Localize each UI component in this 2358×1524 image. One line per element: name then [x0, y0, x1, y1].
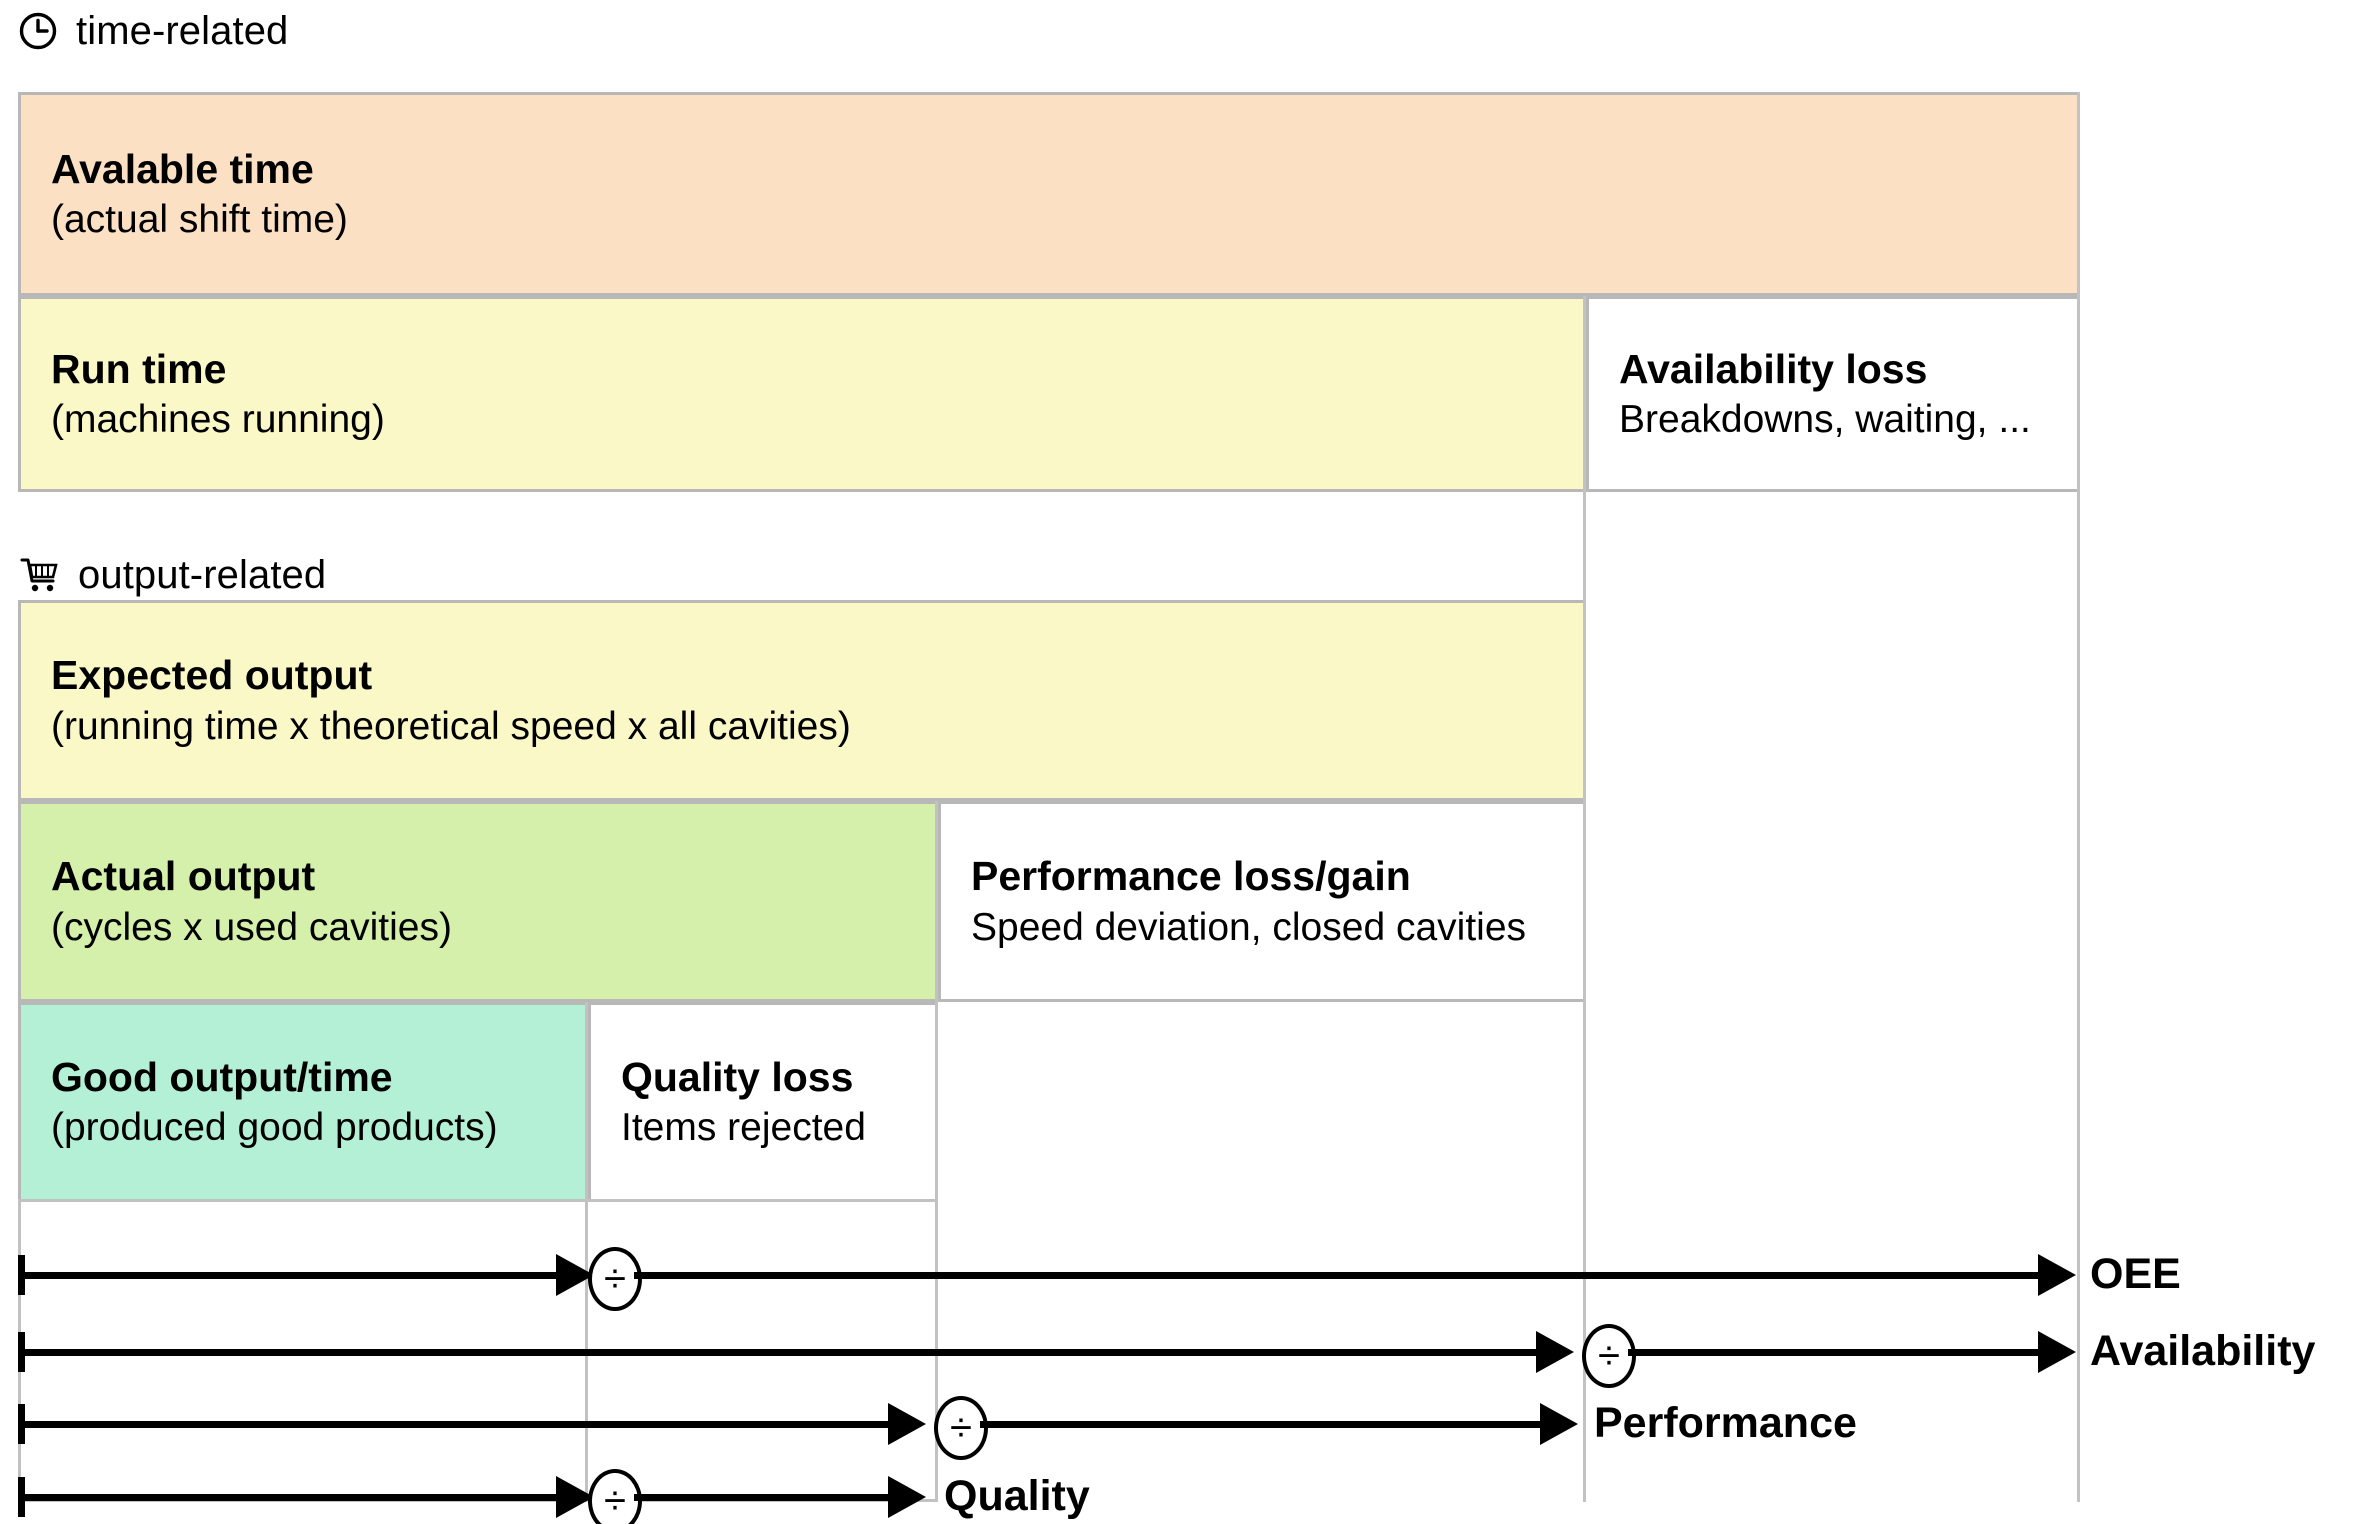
box-title-actual-output: Actual output — [51, 853, 316, 900]
box-sub-actual-output: (cycles x used cavities) — [51, 905, 452, 949]
section-header-time-related: time-related — [18, 8, 288, 54]
arrow-line-quality-numerator — [18, 1494, 556, 1501]
gridline-right-edge — [2077, 92, 2080, 1502]
box-quality-loss: Quality loss Items rejected — [588, 1002, 938, 1202]
box-sub-good-output-time: (produced good products) — [51, 1106, 498, 1150]
box-sub-availability-loss: Breakdowns, waiting, ... — [1619, 398, 2031, 442]
box-available-time: Avalable time (actual shift time) — [18, 92, 2080, 296]
arrow-head-availability-numerator — [1536, 1331, 1574, 1373]
box-actual-output: Actual output (cycles x used cavities) — [18, 801, 938, 1002]
box-sub-available-time: (actual shift time) — [51, 198, 348, 242]
arrow-line-performance-result — [980, 1421, 1540, 1428]
box-run-time: Run time (machines running) — [18, 296, 1586, 492]
arrow-line-performance-numerator — [18, 1421, 888, 1428]
gridline-performance-split — [935, 801, 938, 1501]
divide-icon-performance: ÷ — [934, 1396, 988, 1460]
box-title-expected-output: Expected output — [51, 652, 373, 699]
metric-label-oee: OEE — [2090, 1250, 2181, 1298]
box-title-run-time: Run time — [51, 345, 227, 392]
box-sub-expected-output: (running time x theoretical speed x all … — [51, 704, 851, 748]
metric-label-availability: Availability — [2090, 1327, 2316, 1375]
box-expected-output: Expected output (running time x theoreti… — [18, 600, 1586, 801]
clock-icon — [18, 11, 58, 51]
arrow-line-availability-numerator — [18, 1349, 1536, 1356]
box-title-good-output-time: Good output/time — [51, 1053, 393, 1100]
box-sub-performance-loss-gain: Speed deviation, closed cavities — [971, 905, 1527, 949]
divide-icon-availability: ÷ — [1582, 1324, 1636, 1388]
arrow-line-availability-result — [1628, 1349, 2038, 1356]
gridline-below-good-output — [18, 1199, 938, 1202]
section-label-time-related: time-related — [76, 9, 289, 53]
section-label-output-related: output-related — [78, 553, 327, 597]
arrow-head-availability-result — [2038, 1331, 2076, 1373]
arrow-head-oee-numerator — [556, 1254, 594, 1296]
box-good-output-time: Good output/time (produced good products… — [18, 1002, 588, 1202]
arrow-head-performance-result — [1540, 1403, 1578, 1445]
divide-icon-quality: ÷ — [588, 1469, 642, 1524]
arrow-head-quality-numerator — [556, 1476, 594, 1518]
shopping-cart-icon — [20, 555, 60, 595]
arrow-line-quality-result — [634, 1494, 888, 1501]
divide-icon-oee: ÷ — [588, 1247, 642, 1311]
gridline-availability-split — [1583, 296, 1586, 1502]
box-availability-loss: Availability loss Breakdowns, waiting, .… — [1586, 296, 2080, 492]
box-title-quality-loss: Quality loss — [621, 1053, 854, 1100]
section-header-output-related: output-related — [20, 552, 326, 598]
box-sub-quality-loss: Items rejected — [621, 1106, 866, 1150]
arrow-line-oee-numerator — [18, 1272, 556, 1279]
metric-label-performance: Performance — [1594, 1399, 1857, 1447]
box-title-availability-loss: Availability loss — [1619, 345, 1928, 392]
box-performance-loss-gain: Performance loss/gain Speed deviation, c… — [938, 801, 1586, 1002]
metric-label-quality: Quality — [944, 1472, 1090, 1520]
arrow-line-oee-result — [634, 1272, 2038, 1279]
arrow-head-oee-result — [2038, 1254, 2076, 1296]
box-sub-run-time: (machines running) — [51, 398, 385, 442]
box-title-available-time: Avalable time — [51, 145, 314, 192]
box-title-performance-loss-gain: Performance loss/gain — [971, 853, 1411, 900]
gridline-quality-split — [585, 1002, 588, 1502]
arrow-head-performance-numerator — [888, 1403, 926, 1445]
arrow-head-quality-result — [888, 1476, 926, 1518]
